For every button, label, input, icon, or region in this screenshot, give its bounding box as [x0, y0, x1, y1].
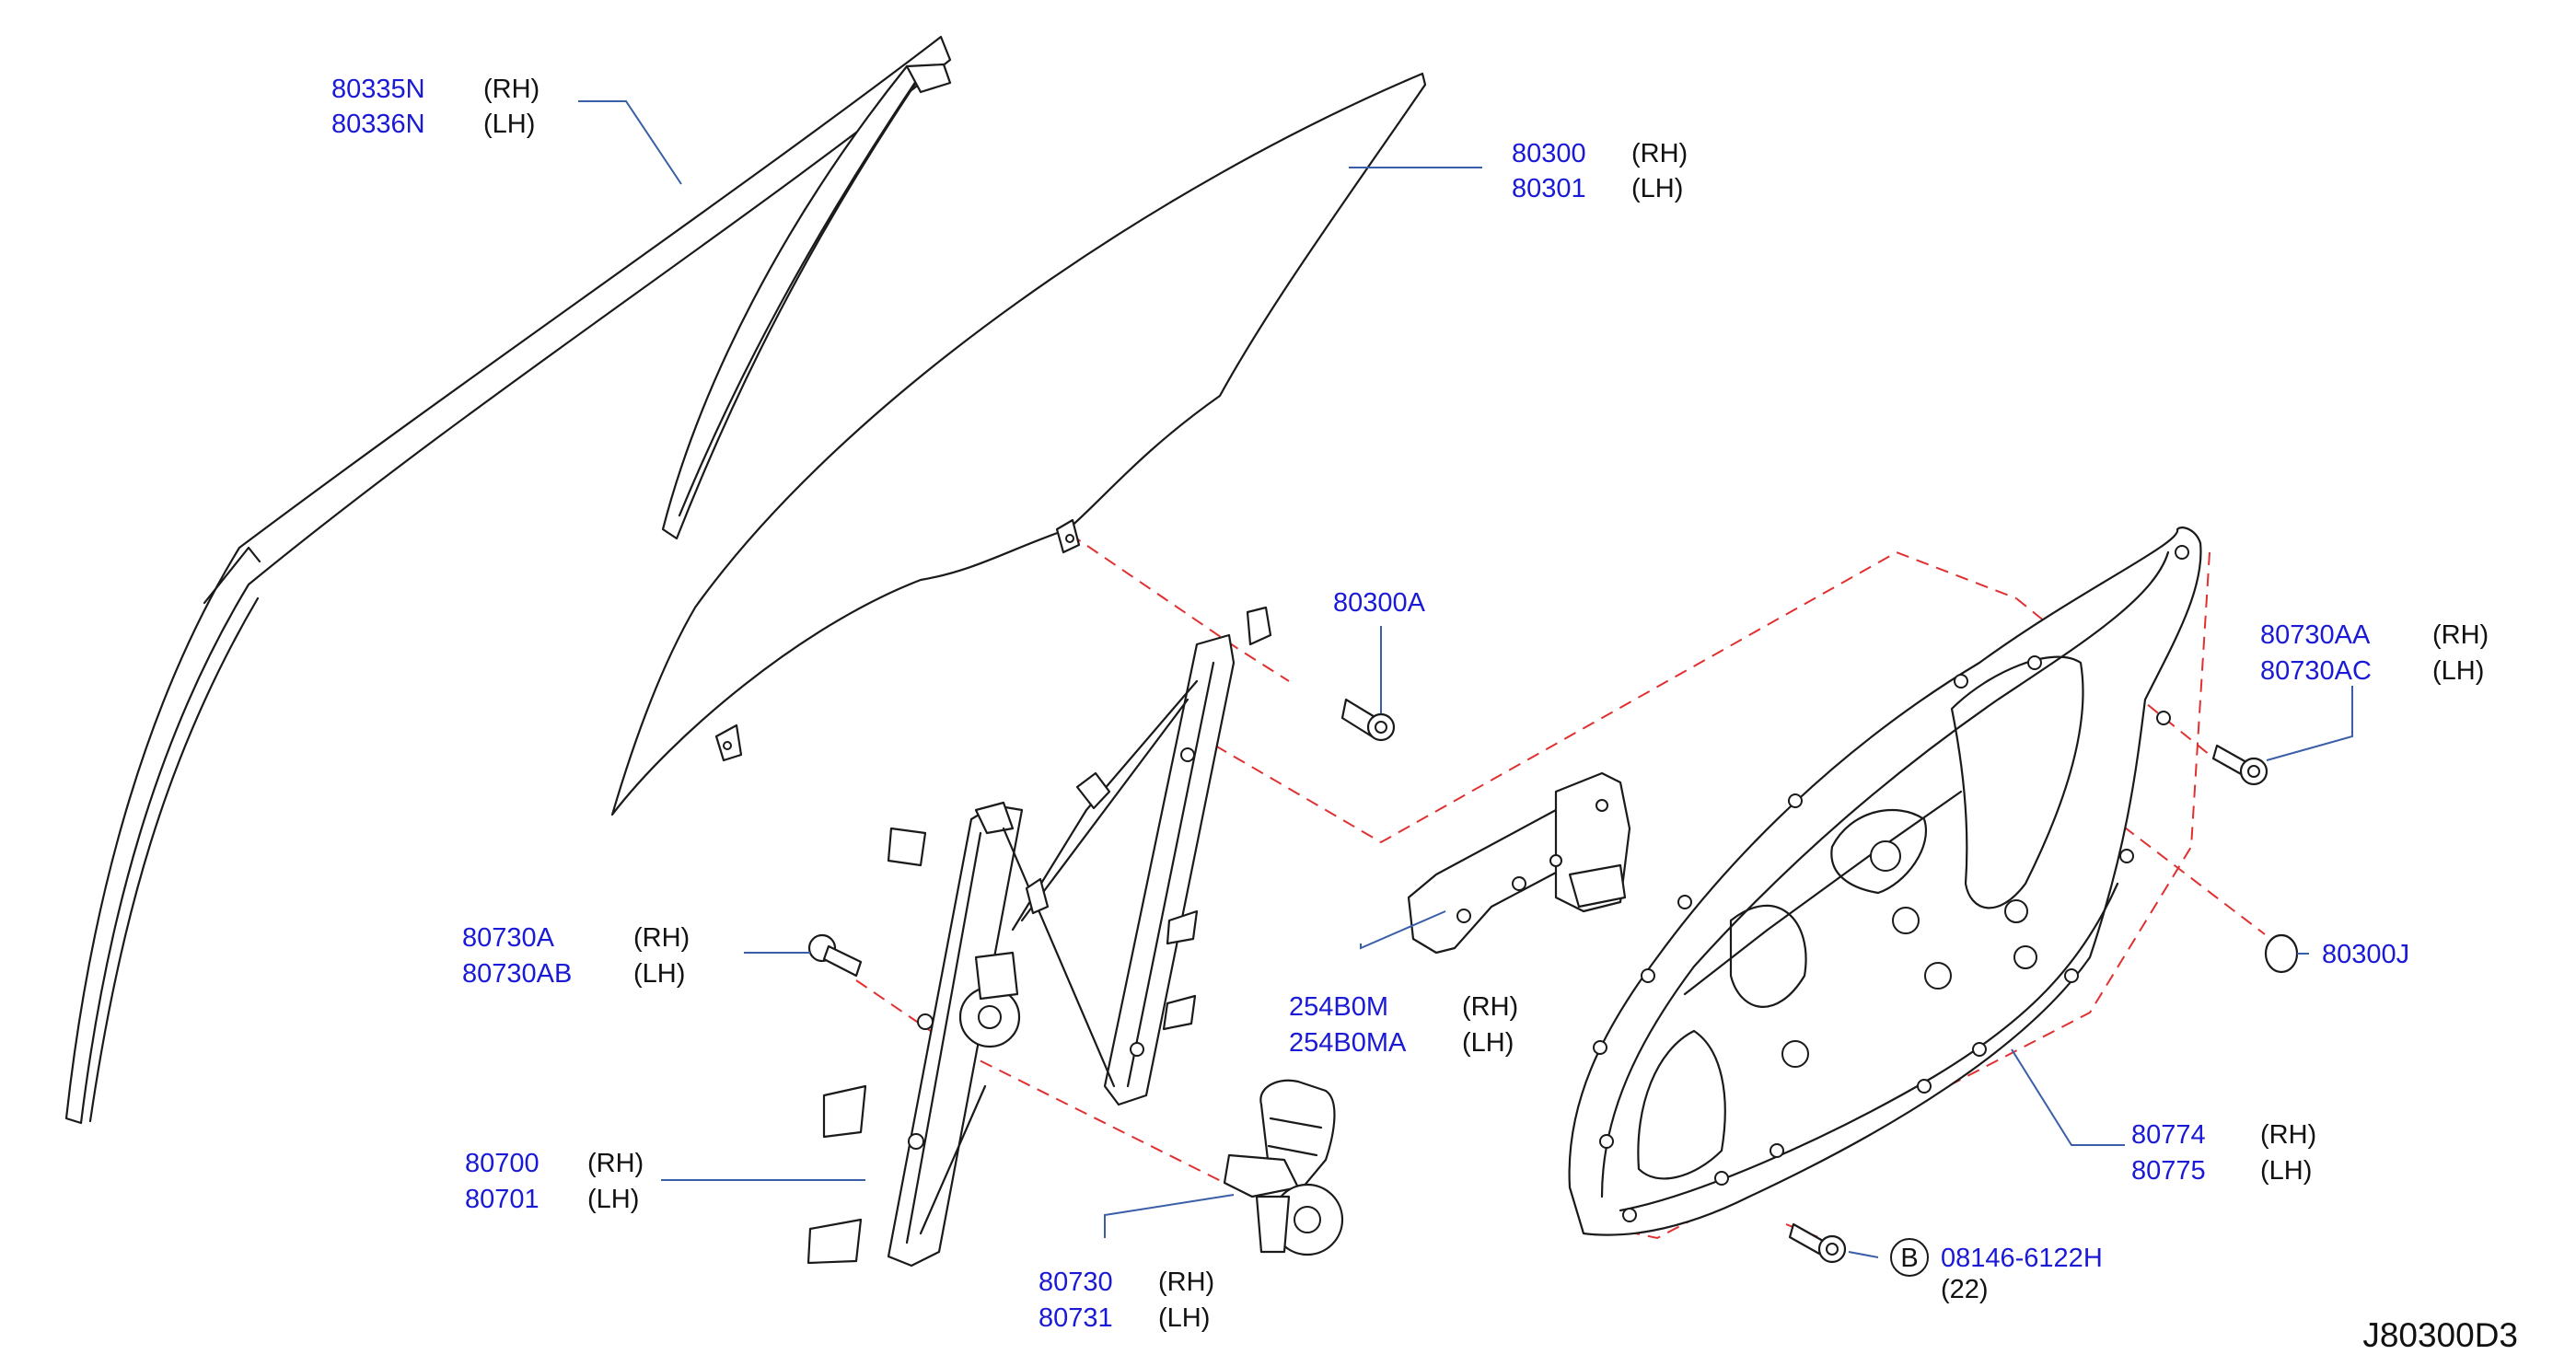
part-number: 80774	[2131, 1120, 2206, 1150]
callout-80335N: 80335N (RH) 80336N (LH)	[331, 75, 540, 139]
diagram-code: J80300D3	[2362, 1316, 2518, 1354]
part-number: 80335N	[331, 75, 425, 104]
part-number: 80700	[465, 1149, 540, 1178]
plug-icon	[2264, 933, 2299, 974]
callout-80300A: 80300A	[1333, 588, 1426, 618]
side-label: (LH)	[633, 959, 685, 989]
side-label: (RH)	[1158, 1268, 1214, 1297]
side-label: (LH)	[1631, 174, 1683, 203]
part-number: 80300J	[2322, 940, 2409, 969]
side-label: (LH)	[2432, 656, 2484, 686]
part-number: 80701	[465, 1185, 540, 1214]
side-label: (LH)	[587, 1185, 639, 1214]
panel-bolt-icon	[1788, 1222, 1847, 1264]
callout-254B0M: 254B0M (RH) 254B0MA (LH)	[1289, 992, 1518, 1058]
side-label: (RH)	[633, 923, 690, 953]
reference-marker-label: B	[1900, 1244, 1918, 1273]
glass-bolt-icon	[1340, 698, 1396, 742]
door-lock-actuator	[1407, 771, 1631, 955]
front-bolt-icon	[2211, 744, 2269, 786]
side-label: (RH)	[587, 1149, 644, 1178]
part-number: 80300	[1512, 139, 1586, 168]
part-number: 80730AC	[2260, 656, 2372, 686]
callout-80700: 80700 (RH) 80701 (LH)	[465, 1149, 644, 1214]
callout-80774: 80774 (RH) 80775 (LH)	[2131, 1120, 2316, 1186]
part-number: 80775	[2131, 1156, 2206, 1186]
part-number: 80730AB	[462, 959, 572, 989]
leader-lines	[578, 100, 2353, 1258]
quantity-label: (22)	[1941, 1275, 1989, 1304]
regulator-bolt-icon	[807, 933, 863, 978]
callout-08146-6122H: B 08146-6122H (22)	[1890, 1238, 2103, 1304]
part-number: 254B0M	[1289, 992, 1388, 1022]
side-label: (LH)	[483, 110, 535, 139]
part-number: 08146-6122H	[1941, 1244, 2103, 1273]
part-number: 80336N	[331, 110, 425, 139]
part-number: 80300A	[1333, 588, 1426, 618]
side-label: (LH)	[1158, 1303, 1210, 1333]
side-label: (RH)	[2432, 620, 2489, 650]
door-glass	[610, 72, 1427, 816]
side-label: (RH)	[1462, 992, 1518, 1022]
part-number: 80730AA	[2260, 620, 2371, 650]
side-label: (RH)	[1631, 139, 1688, 168]
door-module-panel	[1568, 527, 2202, 1236]
part-number: 80730	[1039, 1268, 1113, 1297]
part-number: 254B0MA	[1289, 1028, 1407, 1058]
window-sash	[64, 35, 952, 1125]
part-number: 80731	[1039, 1303, 1113, 1333]
callout-80730A: 80730A (RH) 80730AB (LH)	[462, 923, 690, 989]
window-regulator	[806, 606, 1272, 1268]
side-label: (LH)	[1462, 1028, 1514, 1058]
callout-80300J: 80300J	[2322, 940, 2409, 969]
callout-80730: 80730 (RH) 80731 (LH)	[1039, 1268, 1214, 1333]
callout-80730AA: 80730AA (RH) 80730AC (LH)	[2260, 620, 2489, 686]
part-number: 80301	[1512, 174, 1586, 203]
side-label: (RH)	[2260, 1120, 2316, 1150]
callout-80300: 80300 (RH) 80301 (LH)	[1512, 139, 1688, 203]
side-label: (RH)	[483, 75, 540, 104]
side-label: (LH)	[2260, 1156, 2312, 1186]
reference-marker	[1890, 1238, 1929, 1277]
part-number: 80730A	[462, 923, 555, 953]
window-motor	[1223, 1079, 1344, 1256]
